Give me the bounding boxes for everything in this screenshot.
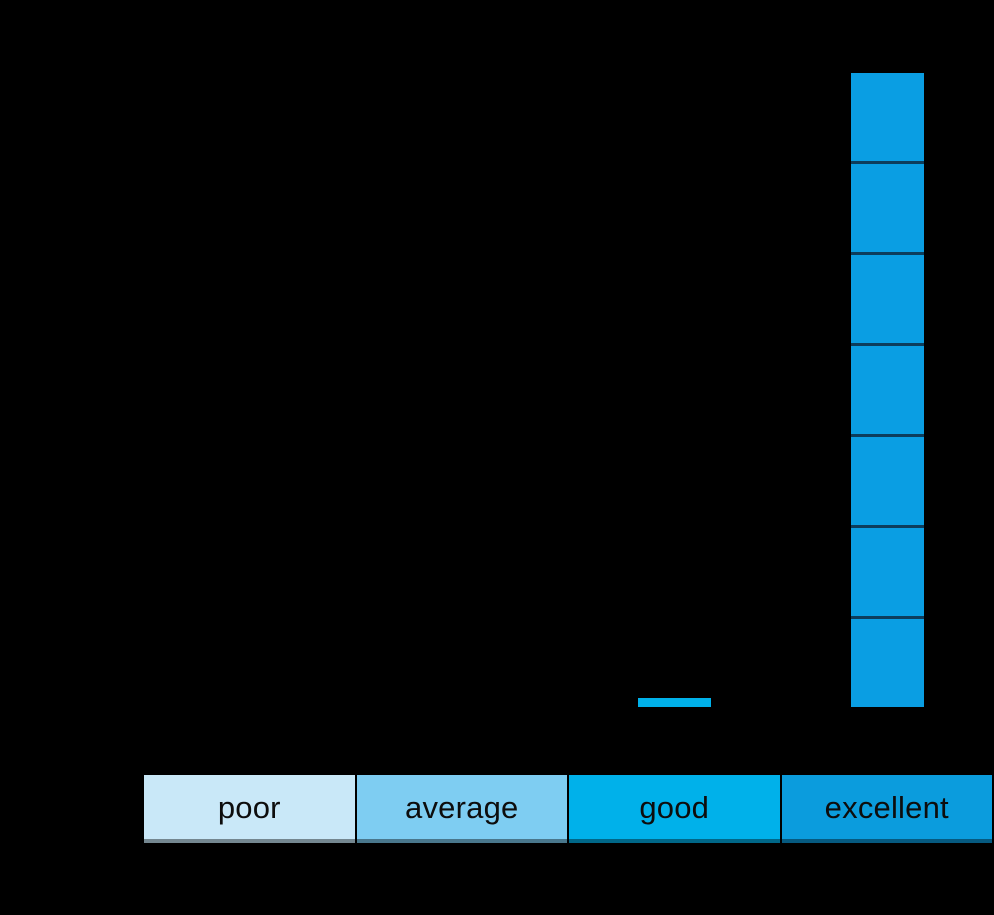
bar-excellent-segment — [851, 255, 924, 343]
category-label-excellent: excellent — [824, 789, 949, 825]
category-label-good: good — [639, 789, 710, 825]
category-cell-good: good — [569, 775, 780, 843]
category-cell-excellent: excellent — [781, 775, 992, 843]
category-band: poor average good excellent — [144, 775, 992, 843]
bar-good — [638, 698, 711, 707]
bar-excellent-segment — [851, 164, 924, 252]
category-label-poor: poor — [217, 789, 281, 825]
bar-excellent — [851, 73, 924, 707]
bar-excellent-segment — [851, 437, 924, 525]
bar-excellent-segment — [851, 619, 924, 707]
bar-excellent-segment — [851, 346, 924, 434]
category-cell-average: average — [356, 775, 567, 843]
category-cell-poor: poor — [144, 775, 355, 843]
category-label-average: average — [405, 789, 519, 825]
bar-excellent-segment — [851, 73, 924, 161]
bar-excellent-segment — [851, 528, 924, 616]
